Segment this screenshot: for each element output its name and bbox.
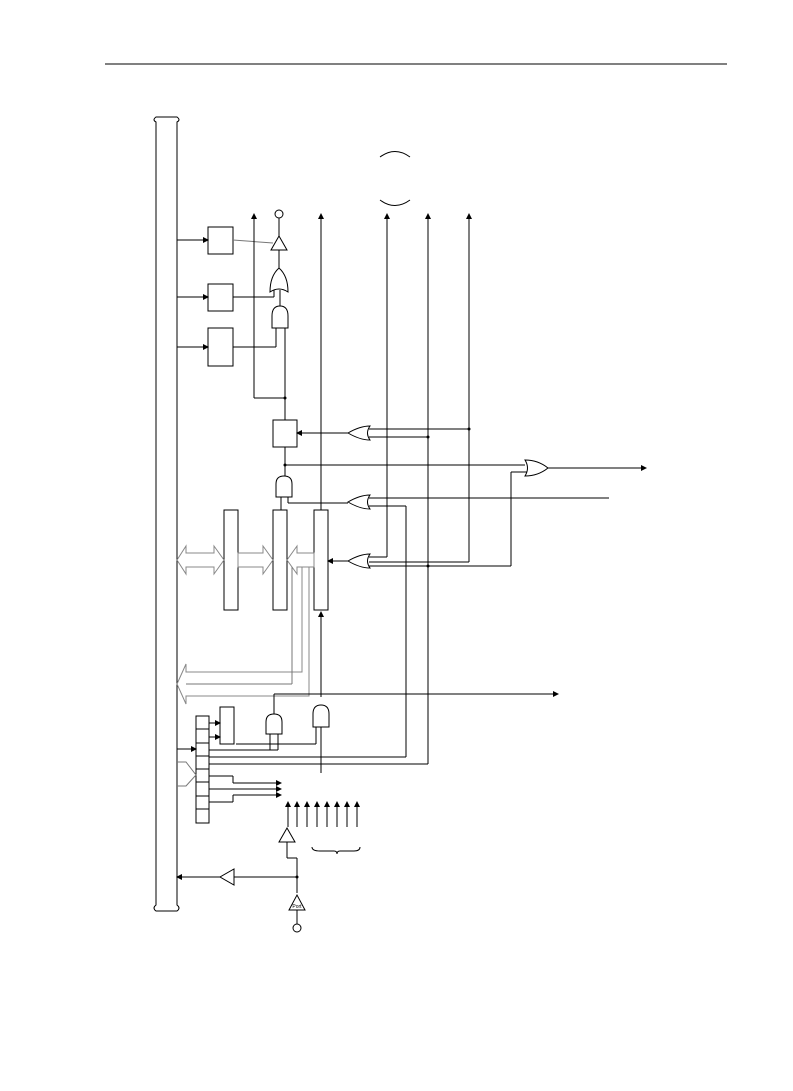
bus-arrow-2 (237, 544, 274, 576)
register-bar-left (223, 509, 239, 611)
input-buffer-left (218, 868, 235, 886)
bus-arrow-1 (176, 544, 225, 576)
register-box-1 (207, 226, 234, 255)
internal-bus (153, 116, 180, 912)
buffer-label: Port (292, 904, 302, 910)
input-buffer-upper (278, 826, 296, 843)
output-buffer (270, 234, 288, 251)
register-box-2 (207, 283, 234, 312)
bus-arrow-3 (286, 544, 315, 576)
output-pin-top (274, 209, 284, 219)
or-gate-top (269, 267, 289, 293)
break-mark (379, 151, 411, 158)
break-mark-lower (379, 199, 411, 206)
register-box-3 (207, 327, 234, 367)
and-gate-lower-left (265, 713, 283, 735)
control-box (219, 706, 235, 745)
or-gate-middle (347, 494, 371, 510)
bus-return-arrow (176, 566, 310, 705)
or-gate-output (524, 459, 549, 477)
bus-to-register-arrow (177, 761, 197, 787)
register-bar-center (272, 509, 288, 611)
latch-box (272, 419, 298, 448)
group-brace (311, 846, 361, 855)
or-gate-lower (347, 553, 371, 569)
and-gate-lower-right (312, 704, 330, 728)
and-gate-top (271, 305, 289, 329)
and-gate-middle (275, 475, 293, 498)
or-gate-latch (347, 425, 371, 441)
register-bar-right (313, 509, 329, 611)
port-pin-bottom (292, 923, 302, 933)
